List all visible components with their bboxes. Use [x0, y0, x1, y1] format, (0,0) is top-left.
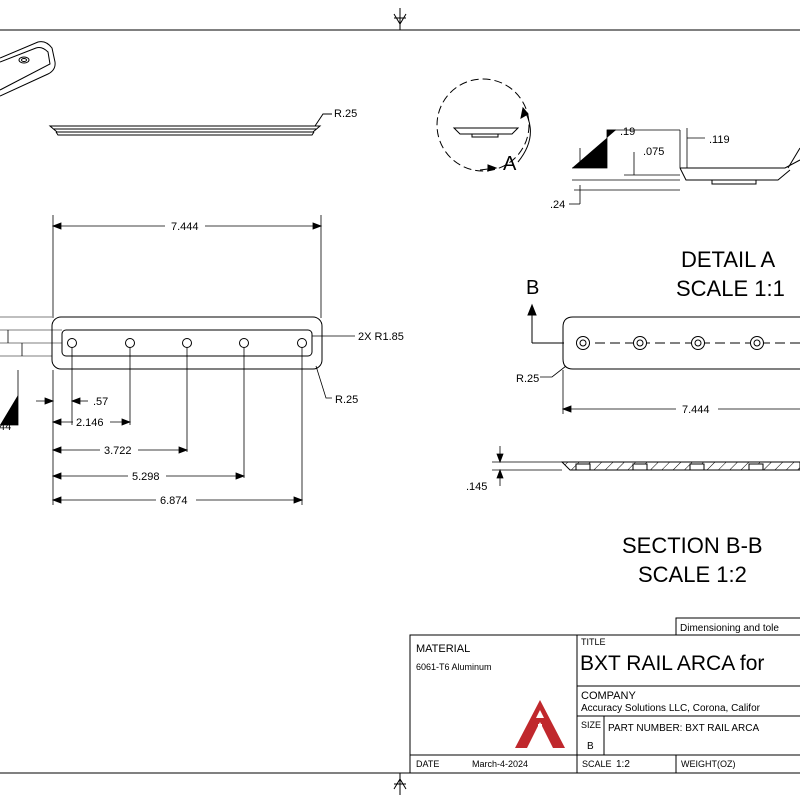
centering-mark-bottom [393, 778, 407, 790]
company-logo-icon [515, 700, 565, 748]
company-value: Accuracy Solutions LLC, Corona, Califor [581, 703, 761, 714]
hole-3 [182, 338, 192, 348]
section-corner-radius: R.25 [516, 373, 539, 385]
detail-a-dims [569, 128, 705, 205]
detail-scale: SCALE 1:1 [676, 276, 785, 301]
section-scale: SCALE 1:2 [638, 562, 747, 587]
drawing-title: BXT RAIL ARCA for [580, 652, 764, 675]
title-block-frame [409, 617, 800, 774]
size-label: SIZE [581, 720, 601, 730]
detail-title: DETAIL A [681, 247, 775, 272]
tolerance-note: Dimensioning and tole [680, 623, 779, 634]
plan-left-ticks [7, 330, 23, 395]
section-plan-holes [576, 336, 764, 350]
hole-dim-lines [0, 348, 304, 505]
dim-hole-radius: 2X R1.85 [358, 331, 404, 343]
section-thickness: .145 [466, 481, 487, 493]
dim-overall-length: 7.444 [171, 221, 199, 233]
hole-4 [239, 338, 249, 348]
section-length-dim [561, 370, 800, 414]
section-thickness-dim [492, 446, 562, 486]
section-length: 7.444 [682, 404, 710, 416]
dim-radius-top: R.25 [334, 108, 357, 120]
section-cut-letter: B [526, 277, 539, 299]
detail-callout-letter: A [503, 153, 517, 175]
date-label: DATE [416, 759, 439, 769]
section-plan-radius-leader [540, 365, 567, 378]
detail-dim-d2: .119 [709, 134, 730, 146]
date-value: March-4-2024 [472, 759, 528, 769]
company-label: COMPANY [581, 690, 636, 702]
detail-dim-d4: .24 [550, 199, 565, 211]
dim-corner-radius: R.25 [335, 394, 358, 406]
detail-a-view [679, 147, 800, 185]
part-number: PART NUMBER: BXT RAIL ARCA [608, 723, 759, 734]
material-value: 6061-T6 Aluminum [416, 662, 492, 672]
isometric-view [0, 41, 56, 97]
hole-2 [125, 338, 135, 348]
detail-dim-d1: .19 [620, 126, 635, 138]
dim-hole5: 6.874 [160, 495, 188, 507]
material-label: MATERIAL [416, 643, 470, 655]
plan-view-holes [67, 338, 307, 348]
scale-label: SCALE [582, 759, 612, 769]
weight-label: WEIGHT(OZ) [681, 759, 736, 769]
dim-hole1: .57 [93, 396, 108, 408]
dim-offset-left: .44 [0, 421, 11, 433]
dim-overall-length-lines [51, 215, 323, 318]
section-cut-line [527, 303, 564, 344]
dim-hole3: 3.722 [104, 445, 132, 457]
detail-callout-circle [436, 78, 531, 172]
section-bb-view [560, 461, 800, 471]
plan-view [0, 316, 323, 370]
dim-hole4: 5.298 [132, 471, 160, 483]
centering-mark-top [393, 13, 407, 25]
section-plan-view [562, 316, 800, 370]
side-profile-view [48, 113, 332, 136]
hole-5 [297, 338, 307, 348]
detail-dim-d3: .075 [643, 146, 664, 158]
dim-hole2: 2.146 [76, 417, 104, 429]
section-title: SECTION B-B [622, 533, 763, 558]
leader-corner-radius [315, 365, 332, 399]
hole-1 [67, 338, 77, 348]
scale-value: 1:2 [616, 759, 630, 770]
size-value: B [587, 741, 594, 752]
title-label: TITLE [581, 637, 606, 647]
